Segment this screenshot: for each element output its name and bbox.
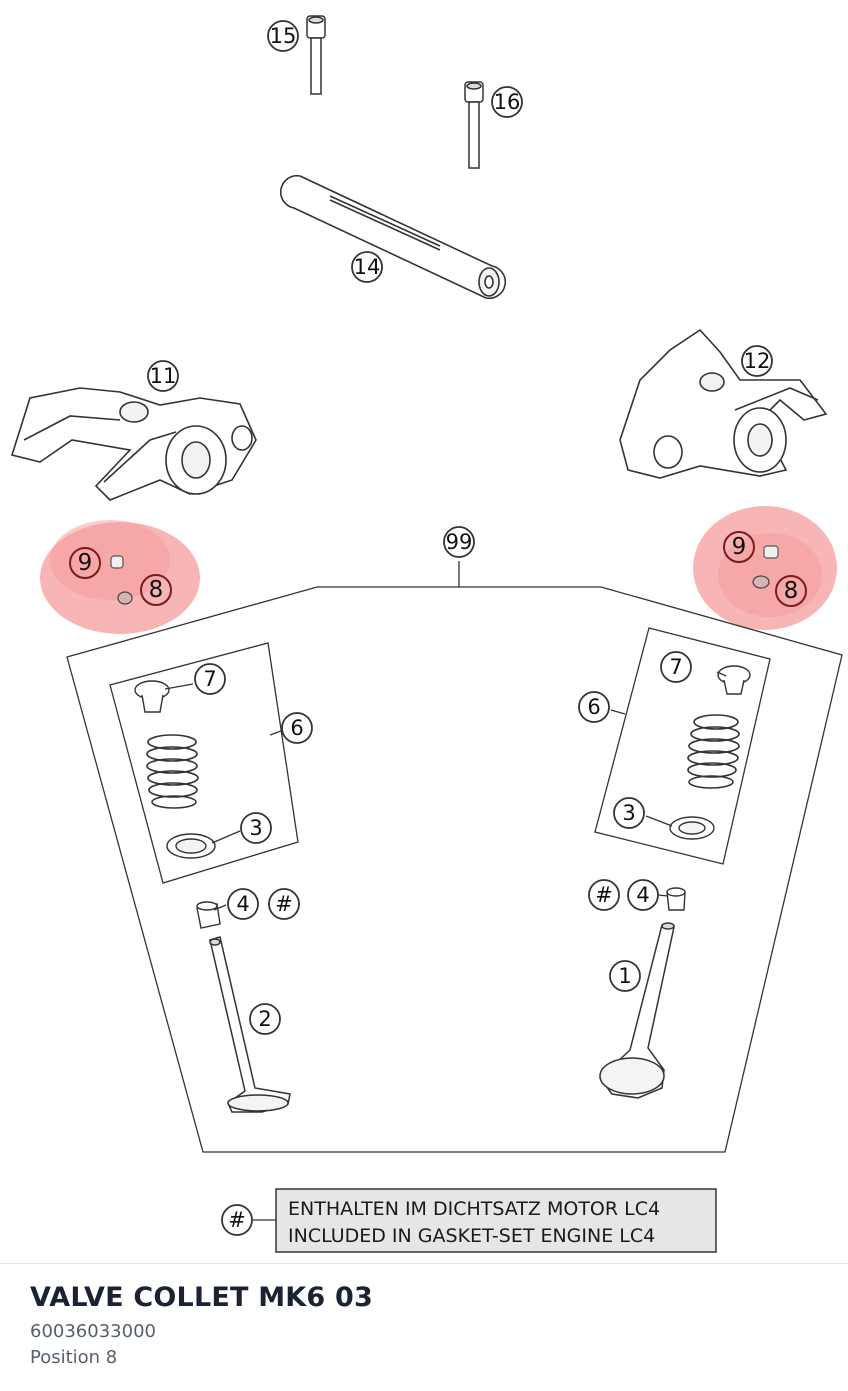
callout-3-left[interactable]: 3	[240, 812, 272, 844]
callout-11[interactable]: 11	[147, 360, 179, 392]
svg-text:7: 7	[203, 667, 216, 691]
valve-stem-seal-4-right	[666, 887, 686, 911]
rocker-arm-12	[619, 328, 828, 479]
highlight-left[interactable]	[40, 520, 200, 634]
valve-collet-8-left[interactable]	[117, 591, 133, 605]
callout-99[interactable]: 99	[443, 526, 475, 558]
callout-1[interactable]: 1	[609, 960, 641, 992]
callout-8-right[interactable]: 8	[775, 575, 807, 607]
valve-stem-seal-4-left	[196, 901, 221, 929]
svg-text:1: 1	[618, 964, 631, 988]
exhaust-valve-2	[209, 936, 291, 1113]
callout-15[interactable]: 15	[267, 20, 299, 52]
svg-text:3: 3	[622, 801, 635, 825]
callout-9-right[interactable]: 9	[723, 531, 755, 563]
svg-text:14: 14	[354, 255, 381, 279]
valve-spring-retainer-7-right	[717, 665, 751, 695]
gasket-set-legend: # ENTHALTEN IM DICHTSATZ MOTOR LC4 INCLU…	[221, 1188, 717, 1253]
callout-4-left[interactable]: 4	[227, 888, 259, 920]
svg-text:16: 16	[494, 90, 521, 114]
valve-spring-left	[146, 734, 199, 809]
part-info-panel: VALVE COLLET MK6 03 60036033000 Position…	[0, 1263, 848, 1391]
callout-4-right[interactable]: 4	[627, 879, 659, 911]
legend-line-en: INCLUDED IN GASKET-SET ENGINE LC4	[288, 1225, 655, 1247]
svg-text:99: 99	[446, 530, 473, 554]
valve-cap-9-right	[763, 545, 779, 559]
callout-9-left[interactable]: 9	[69, 547, 101, 579]
callout-hash-left[interactable]: #	[268, 888, 300, 920]
callout-hash-right[interactable]: #	[588, 879, 620, 911]
svg-text:2: 2	[258, 1007, 271, 1031]
callout-14[interactable]: 14	[351, 251, 383, 283]
callout-3-right[interactable]: 3	[613, 797, 645, 829]
svg-text:15: 15	[270, 24, 297, 48]
svg-text:#: #	[228, 1208, 246, 1232]
callout-2[interactable]: 2	[249, 1003, 281, 1035]
part-name: VALVE COLLET MK6 03	[30, 1282, 373, 1313]
rocker-shaft-14	[279, 174, 507, 300]
svg-text:7: 7	[669, 655, 682, 679]
legend-box	[275, 1188, 717, 1253]
part-number: 60036033000	[30, 1321, 156, 1342]
svg-text:#: #	[275, 892, 293, 916]
svg-text:6: 6	[587, 695, 600, 719]
valve-spring-retainer-7-left	[134, 680, 170, 713]
callout-7-right[interactable]: 7	[660, 651, 692, 683]
rocker-arm-11	[10, 387, 257, 501]
valve-cap-9-left	[110, 555, 124, 569]
callout-8-left[interactable]: 8	[140, 574, 172, 606]
legend-line-de: ENTHALTEN IM DICHTSATZ MOTOR LC4	[288, 1198, 660, 1220]
callout-6-right[interactable]: 6	[578, 691, 610, 723]
callout-6-left[interactable]: 6	[281, 712, 313, 744]
valve-spring-group-6-right	[594, 627, 771, 865]
part-position: Position 8	[30, 1347, 118, 1368]
svg-text:12: 12	[744, 349, 771, 373]
svg-text:8: 8	[149, 577, 164, 603]
bolt-16	[464, 81, 484, 169]
svg-text:3: 3	[249, 816, 262, 840]
svg-text:9: 9	[732, 534, 747, 560]
valve-collet-8-right[interactable]	[752, 575, 770, 589]
svg-text:4: 4	[236, 892, 249, 916]
intake-valve-1	[598, 922, 675, 1099]
valve-group-99-outline	[66, 561, 843, 1153]
highlight-right[interactable]	[693, 506, 837, 630]
svg-text:11: 11	[150, 364, 177, 388]
valve-spring-group-6-left	[109, 642, 299, 884]
callout-hash-legend: #	[221, 1204, 253, 1236]
bolt-15	[306, 15, 326, 95]
leader-lines	[164, 671, 727, 1221]
svg-text:4: 4	[636, 883, 649, 907]
svg-text:8: 8	[784, 578, 799, 604]
spring-seat-3-left	[166, 833, 216, 859]
valve-spring-right	[687, 714, 740, 789]
svg-text:6: 6	[290, 716, 303, 740]
spring-seat-3-right	[669, 816, 715, 840]
callout-12[interactable]: 12	[741, 345, 773, 377]
callout-7-left[interactable]: 7	[194, 663, 226, 695]
svg-text:9: 9	[78, 550, 93, 576]
exploded-parts-diagram: 15 16 14 11 12 99 9 8 9 8 7 6	[10, 15, 843, 1253]
callout-16[interactable]: 16	[491, 86, 523, 118]
svg-text:#: #	[595, 883, 613, 907]
